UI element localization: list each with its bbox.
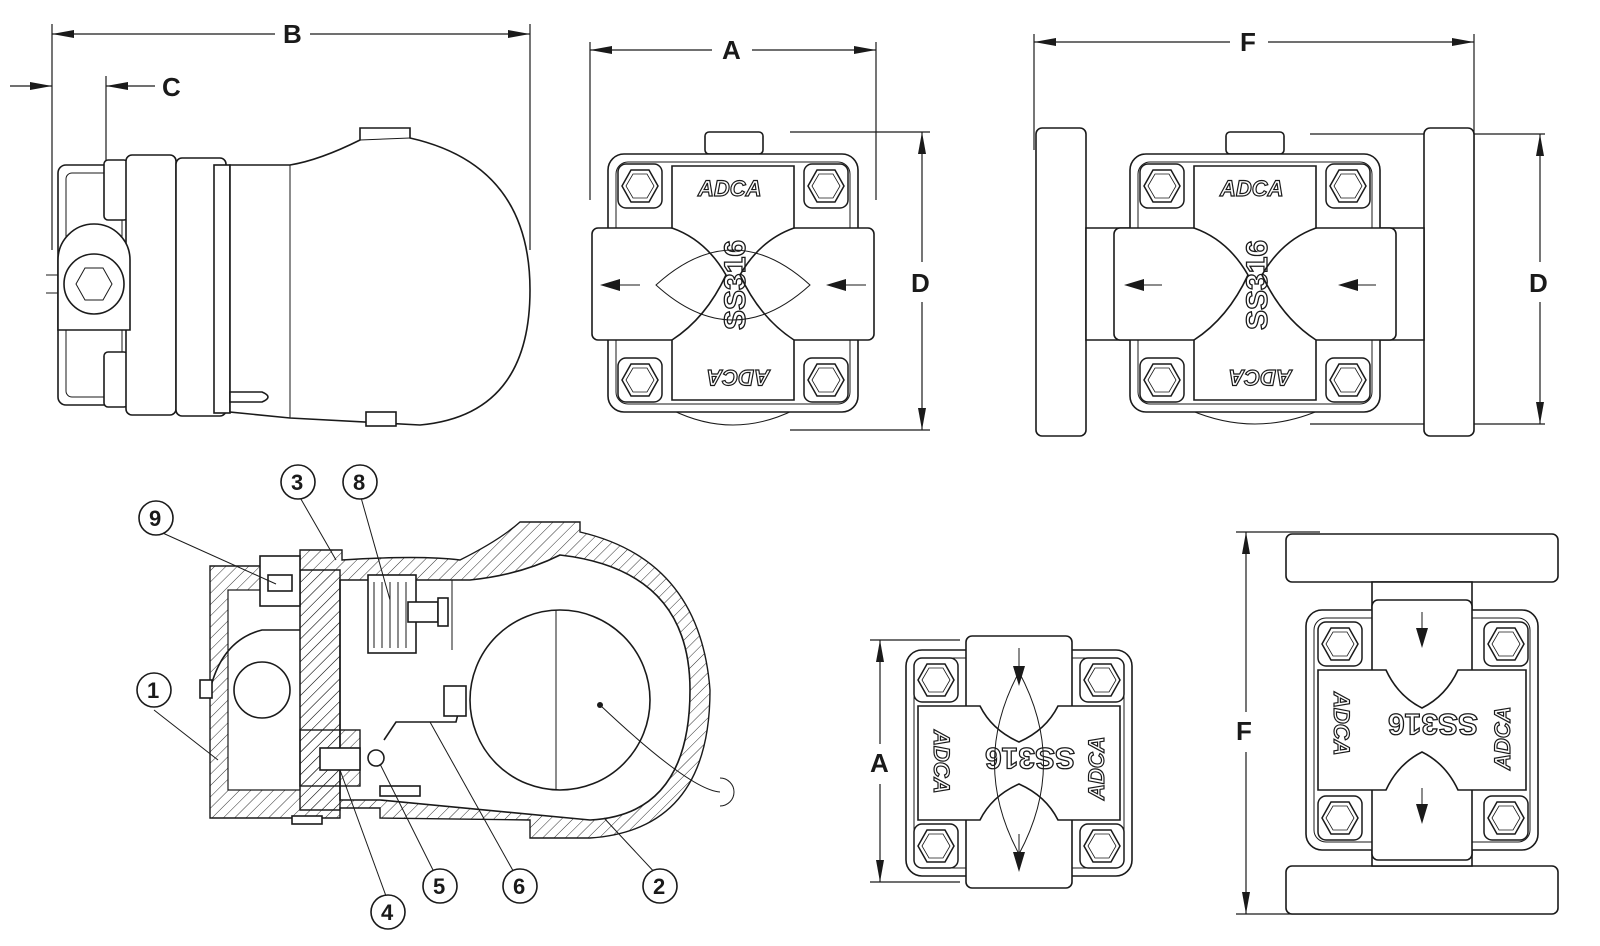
callout-2: 2	[642, 868, 678, 904]
material-engraving-front: SS316	[719, 240, 752, 330]
dimension-b-label: B	[283, 19, 302, 49]
brand-engraving-front-top: ADCA	[697, 176, 762, 201]
dimension-f-top-label: F	[1240, 27, 1256, 57]
callout-leaders	[153, 493, 659, 897]
svg-text:2: 2	[653, 874, 665, 899]
brand-engraving-vertical-right: ADCA	[1084, 736, 1109, 801]
front-view: A D SS316 ADCA ADCA	[589, 35, 930, 431]
dimension-f-bottom-label: F	[1236, 716, 1252, 746]
flanged-vertical-view: F SS316 ADCA ADCA	[1236, 531, 1559, 915]
callout-4: 4	[370, 894, 406, 930]
svg-text:5: 5	[433, 874, 445, 899]
callout-5: 5	[422, 868, 458, 904]
svg-text:8: 8	[353, 470, 365, 495]
svg-text:3: 3	[291, 470, 303, 495]
material-engraving-flanged: SS316	[1241, 240, 1274, 330]
dimension-d-flanged-label: D	[1529, 268, 1548, 298]
flanged-front-view: F D SS316 ADCA ADCA	[1033, 27, 1548, 437]
brand-engraving-vertical-left: ADCA	[929, 729, 954, 794]
brand-engraving-flanged-bottom: ADCA	[1228, 365, 1293, 390]
svg-text:1: 1	[147, 678, 159, 703]
material-engraving-flanged-vertical: SS316	[1388, 707, 1478, 740]
material-engraving-vertical: SS316	[985, 741, 1075, 774]
dimension-c-label: C	[162, 72, 181, 102]
brand-engraving-front-bottom: ADCA	[706, 365, 771, 390]
brand-engraving-flanged-vertical-left: ADCA	[1329, 691, 1354, 756]
svg-text:9: 9	[149, 506, 161, 531]
svg-text:6: 6	[513, 874, 525, 899]
dimension-d-front-label: D	[911, 268, 930, 298]
callout-8: 8	[342, 464, 378, 500]
callout-9: 9	[138, 500, 174, 536]
section-view	[199, 521, 735, 839]
callout-1: 1	[136, 672, 172, 708]
side-view: B C	[10, 19, 531, 427]
callout-3: 3	[280, 464, 316, 500]
svg-text:4: 4	[381, 900, 394, 925]
bellows-element	[367, 574, 453, 654]
dimension-a-top-label: A	[722, 35, 741, 65]
callout-6: 6	[502, 868, 538, 904]
vertical-view: A SS316 ADCA ADCA	[870, 635, 1133, 889]
brand-engraving-flanged-vertical-right: ADCA	[1490, 706, 1515, 771]
dimension-a-bottom-label: A	[870, 748, 889, 778]
brand-engraving-flanged-top: ADCA	[1219, 176, 1284, 201]
